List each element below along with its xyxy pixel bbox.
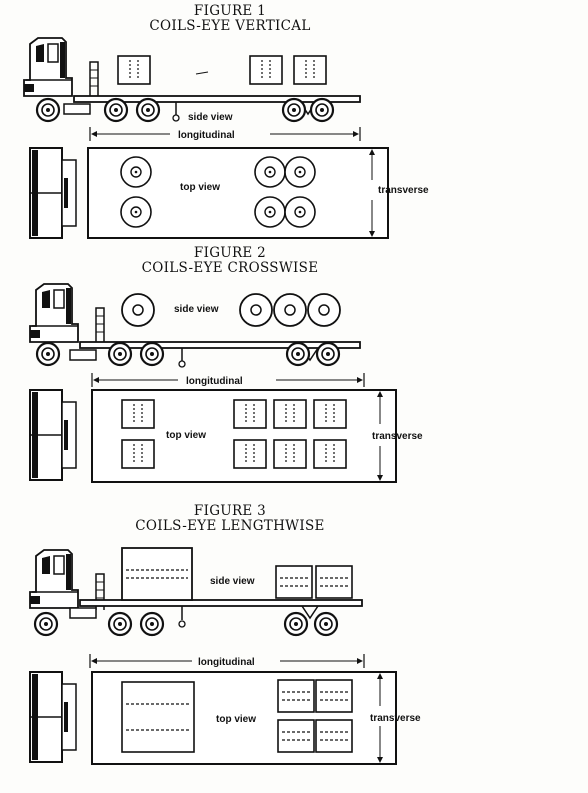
- figure-3-caption: COILS-EYE LENGTHWISE: [135, 518, 325, 534]
- figure-2-top-view-label: top view: [166, 430, 206, 441]
- figure-1-longitudinal-label: longitudinal: [178, 130, 235, 141]
- figure-3-longitudinal-label: longitudinal: [198, 657, 255, 668]
- truck-cab-icon: [23, 37, 73, 97]
- figure-2-transverse-dimension: transverse: [372, 389, 423, 483]
- figure-2-longitudinal-dimension: longitudinal: [91, 373, 365, 387]
- truck-cab-icon: [29, 283, 79, 343]
- coil-2: [249, 55, 283, 85]
- figure-1-top-view: top view: [29, 147, 389, 239]
- figure-3-top-view: top view: [29, 671, 397, 765]
- figure-3-transverse-dimension: transverse: [370, 671, 421, 765]
- figure-2-transverse-label: transverse: [372, 431, 423, 442]
- figure-2-side-view: side view: [29, 283, 361, 368]
- figure-1-caption: COILS-EYE VERTICAL: [149, 18, 311, 34]
- figure-2-number: FIGURE 2: [193, 245, 267, 261]
- figure-3-number: FIGURE 3: [193, 503, 267, 519]
- figure-3-top-view-label: top view: [216, 714, 256, 725]
- tractor-top-icon: [29, 671, 77, 763]
- figure-2-longitudinal-label: longitudinal: [186, 376, 243, 387]
- figure-3-side-view: side view: [29, 547, 363, 637]
- coil-1: [117, 55, 151, 85]
- tractor-top-icon: [29, 389, 77, 481]
- tractor-top-icon: [29, 147, 77, 239]
- figure-2-title: FIGURE 2 COILS-EYE CROSSWISE: [0, 246, 460, 276]
- figure-1-number: FIGURE 1: [193, 3, 267, 19]
- figure-2-caption: COILS-EYE CROSSWISE: [141, 260, 319, 276]
- figure-3-title: FIGURE 3 COILS-EYE LENGTHWISE: [0, 504, 460, 534]
- figure-3-side-view-label: side view: [210, 576, 255, 587]
- figure-3-transverse-label: transverse: [370, 713, 421, 724]
- figure-3-longitudinal-dimension: longitudinal: [89, 654, 365, 668]
- figure-2-top-view: top view: [29, 389, 397, 483]
- truck-cab-icon: [29, 549, 79, 609]
- figure-1-transverse-dimension: transverse: [364, 147, 429, 239]
- figure-1-top-view-label: top view: [180, 182, 220, 193]
- figure-1-longitudinal-dimension: longitudinal: [89, 127, 361, 141]
- figure-1-title: FIGURE 1 COILS-EYE VERTICAL: [0, 4, 460, 34]
- figure-1-transverse-label: transverse: [378, 185, 429, 196]
- coil-3: [293, 55, 327, 85]
- figure-1-side-view-label: side view: [188, 112, 233, 123]
- figure-1-side-view: side view: [23, 37, 361, 123]
- figure-2-side-view-label: side view: [174, 304, 219, 315]
